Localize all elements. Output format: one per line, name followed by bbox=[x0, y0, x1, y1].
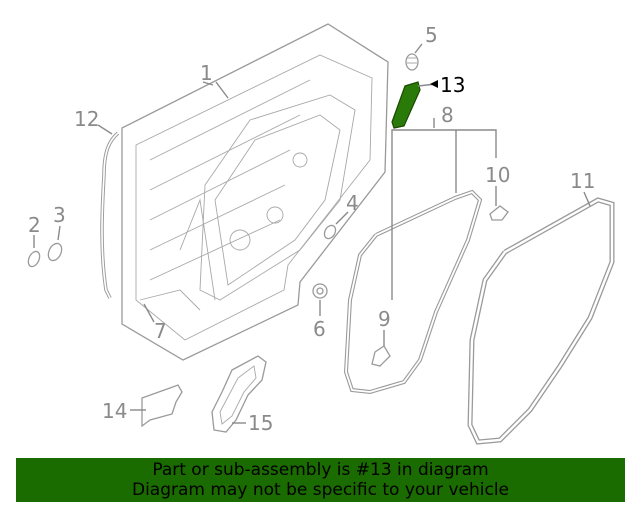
bracket-part-14 bbox=[141, 384, 183, 428]
panel-part-15 bbox=[211, 355, 267, 433]
callout-6: 6 bbox=[313, 317, 326, 341]
leader-lines bbox=[33, 43, 591, 424]
callout-9: 9 bbox=[378, 307, 391, 331]
callout-13: 13 bbox=[440, 73, 465, 97]
banner-line-2: Diagram may not be specific to your vehi… bbox=[131, 480, 509, 500]
banner-line-1: Part or sub-assembly is #13 in diagram bbox=[152, 460, 489, 480]
callout-12: 12 bbox=[74, 107, 99, 131]
callout-7: 7 bbox=[154, 319, 167, 343]
grommet-part-2 bbox=[27, 250, 41, 268]
plug-part-4 bbox=[323, 224, 337, 240]
door-shell-part bbox=[121, 23, 389, 361]
callout-1: 1 bbox=[200, 61, 213, 85]
bracket-part-9 bbox=[371, 345, 391, 367]
callout-4: 4 bbox=[346, 191, 359, 215]
callout-2: 2 bbox=[28, 213, 41, 237]
clip-part-5 bbox=[405, 53, 419, 71]
clip-part-10 bbox=[489, 205, 509, 221]
highlighted-part-13 bbox=[391, 81, 421, 129]
callout-10: 10 bbox=[485, 163, 510, 187]
callout-14: 14 bbox=[102, 399, 127, 423]
callout-15: 15 bbox=[248, 411, 273, 435]
grommet-part-6 bbox=[312, 283, 328, 299]
parts-diagram: 1 2 3 4 5 6 7 8 9 10 11 12 13 14 15 bbox=[27, 23, 615, 445]
door-weatherstrip-part-8 bbox=[343, 189, 483, 395]
opening-weatherstrip-part-11 bbox=[467, 197, 615, 445]
info-banner: Part or sub-assembly is #13 in diagram D… bbox=[16, 458, 625, 502]
callout-11: 11 bbox=[570, 169, 595, 193]
callout-8: 8 bbox=[441, 103, 454, 127]
callout-3: 3 bbox=[53, 203, 66, 227]
grommet-part-3 bbox=[47, 242, 63, 262]
callout-5: 5 bbox=[425, 23, 438, 47]
